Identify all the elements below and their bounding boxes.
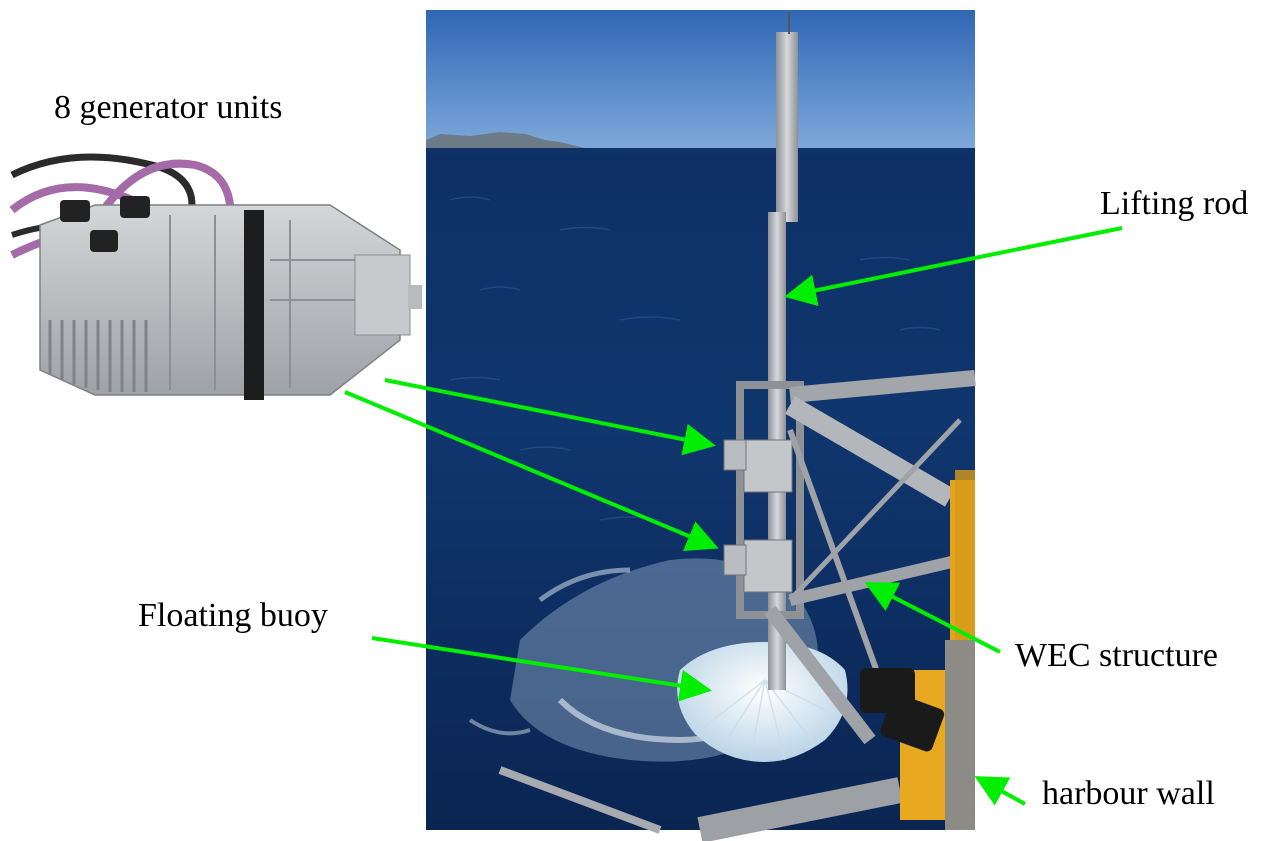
- arrow-generator-2: [344, 390, 719, 551]
- label-lifting-rod: Lifting rod: [1100, 185, 1249, 222]
- harbour-wall-shape: [945, 640, 975, 830]
- sea-photo: [426, 10, 976, 841]
- arrow-harbour-wall: [974, 776, 1026, 806]
- buoy-shape: [677, 642, 848, 762]
- rod-upper: [776, 32, 798, 222]
- label-generator-units: 8 generator units: [54, 89, 283, 126]
- label-harbour-wall: harbour wall: [1042, 775, 1215, 812]
- arrow-lifting-rod: [784, 226, 1123, 307]
- generator-unit-photo: [9, 153, 422, 400]
- arrow-floating-buoy: [371, 636, 712, 702]
- support-pipes: [498, 370, 976, 841]
- arrow-wec-structure: [864, 582, 1001, 654]
- black-motor: [860, 668, 945, 752]
- label-wec-structure: WEC structure: [1015, 637, 1218, 674]
- annotation-arrows: [344, 226, 1123, 806]
- arrow-generator-1: [384, 378, 716, 456]
- wec-frame: [723, 381, 804, 619]
- label-floating-buoy: Floating buoy: [138, 597, 328, 634]
